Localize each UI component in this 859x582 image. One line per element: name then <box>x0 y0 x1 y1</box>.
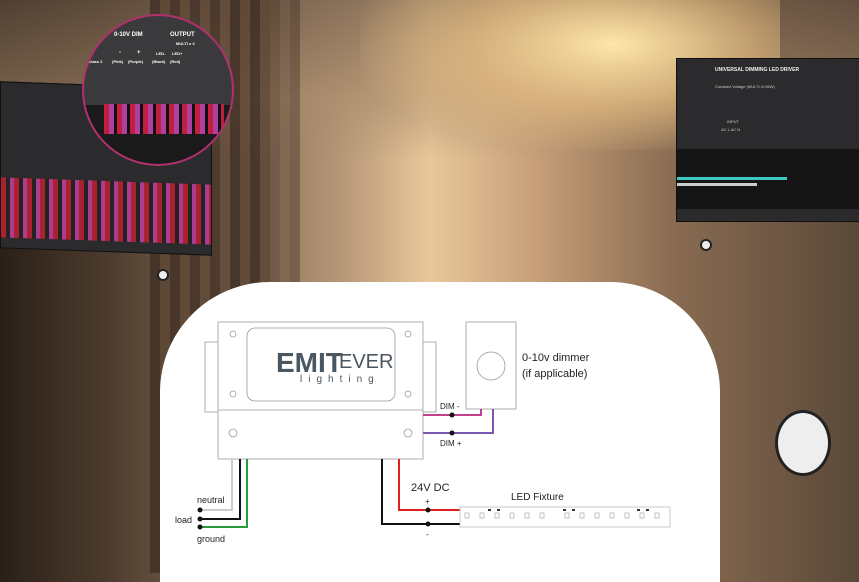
zoom-pink: (Pink) <box>112 59 124 64</box>
driver-left-ear <box>204 341 218 413</box>
negative-wire <box>381 459 460 525</box>
brand-tag: lighting <box>300 374 380 385</box>
fixture-label: LED Fixture <box>511 492 564 503</box>
dim-plus-wire <box>423 409 494 434</box>
zoom-dim-label: 0-10V DIM <box>114 32 143 38</box>
minus-label: - <box>426 530 429 539</box>
zoom-black: (Black) <box>152 59 166 64</box>
voltage-label: 24V DC <box>411 482 450 494</box>
driver-box <box>217 321 424 460</box>
ground-wire <box>200 459 248 528</box>
dim-plus-label: DIM + <box>440 439 462 448</box>
zoom-multi-label: MULTI x 4 <box>176 41 195 46</box>
right-driver-bay <box>677 149 859 209</box>
right-driver-title: UNIVERSAL DIMMING LED DRIVER <box>715 67 800 73</box>
right-driver-ac: AC L AC N <box>721 127 741 132</box>
driver-right-ear <box>423 341 437 413</box>
zoom-class: class 2 <box>89 59 103 64</box>
neutral-wire <box>200 459 233 511</box>
right-driver-photo: UNIVERSAL DIMMING LED DRIVER Constant Vo… <box>676 58 859 222</box>
load-wire <box>200 459 241 520</box>
screw <box>404 330 412 338</box>
screw <box>229 330 237 338</box>
zoom-purple: (Purple) <box>128 59 144 64</box>
zoom-red: (Red) <box>170 59 181 64</box>
right-driver-subtitle: Constant Voltage (MULTI 4=96W) <box>715 84 775 89</box>
indicator-dot <box>157 269 169 281</box>
brand-main: EMIT <box>276 347 343 378</box>
logo-plate <box>246 327 396 402</box>
screw <box>228 428 238 438</box>
dimmer-knob <box>476 351 506 381</box>
brand-sub: EVER <box>339 351 393 373</box>
dim-minus-label: DIM - <box>440 402 460 411</box>
dimmer-label: 0-10v dimmer <box>522 352 590 364</box>
screw <box>403 428 413 438</box>
dimmer-box <box>465 321 517 410</box>
screw <box>404 390 412 398</box>
zoom-led-minus: LED- <box>156 51 166 56</box>
right-driver-input: INPUT <box>727 119 739 124</box>
zoom-minus: - <box>119 50 121 56</box>
load-label: load <box>175 515 192 525</box>
zoom-wires <box>104 104 224 134</box>
screw <box>229 390 237 398</box>
zoom-output-label: OUTPUT <box>170 32 195 38</box>
speaker-decor <box>775 410 831 476</box>
zoom-callout: 0-10V DIM OUTPUT MULTI x 4 - + LED- LED+… <box>82 14 234 166</box>
led-strip <box>459 506 671 528</box>
neutral-label: neutral <box>197 495 225 505</box>
zoom-led-plus: LED+ <box>172 51 183 56</box>
indicator-dot <box>700 239 712 251</box>
positive-wire <box>398 459 460 511</box>
plus-label: + <box>425 497 430 506</box>
right-teal-wire <box>677 177 787 180</box>
zoom-plus: + <box>137 50 141 56</box>
dim-minus-wire <box>423 409 482 416</box>
right-white-wire <box>677 183 757 186</box>
ground-label: ground <box>197 534 225 544</box>
dimmer-note: (if applicable) <box>522 368 587 380</box>
